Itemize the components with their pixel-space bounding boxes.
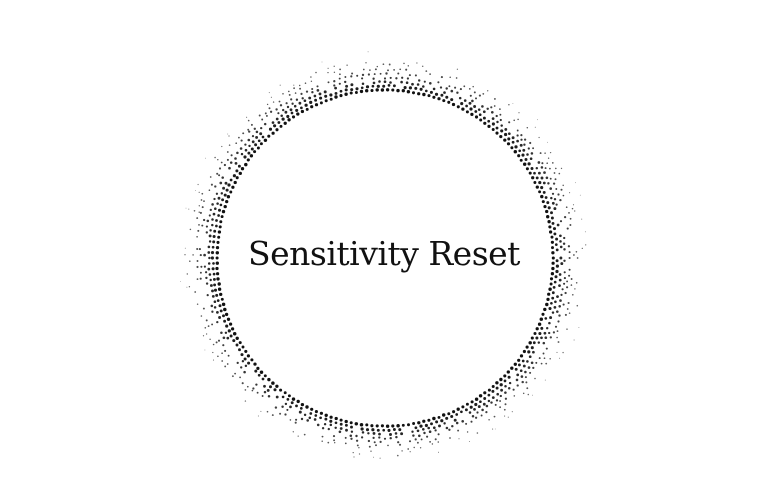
logo-title: Sensitivity Reset — [248, 234, 520, 273]
